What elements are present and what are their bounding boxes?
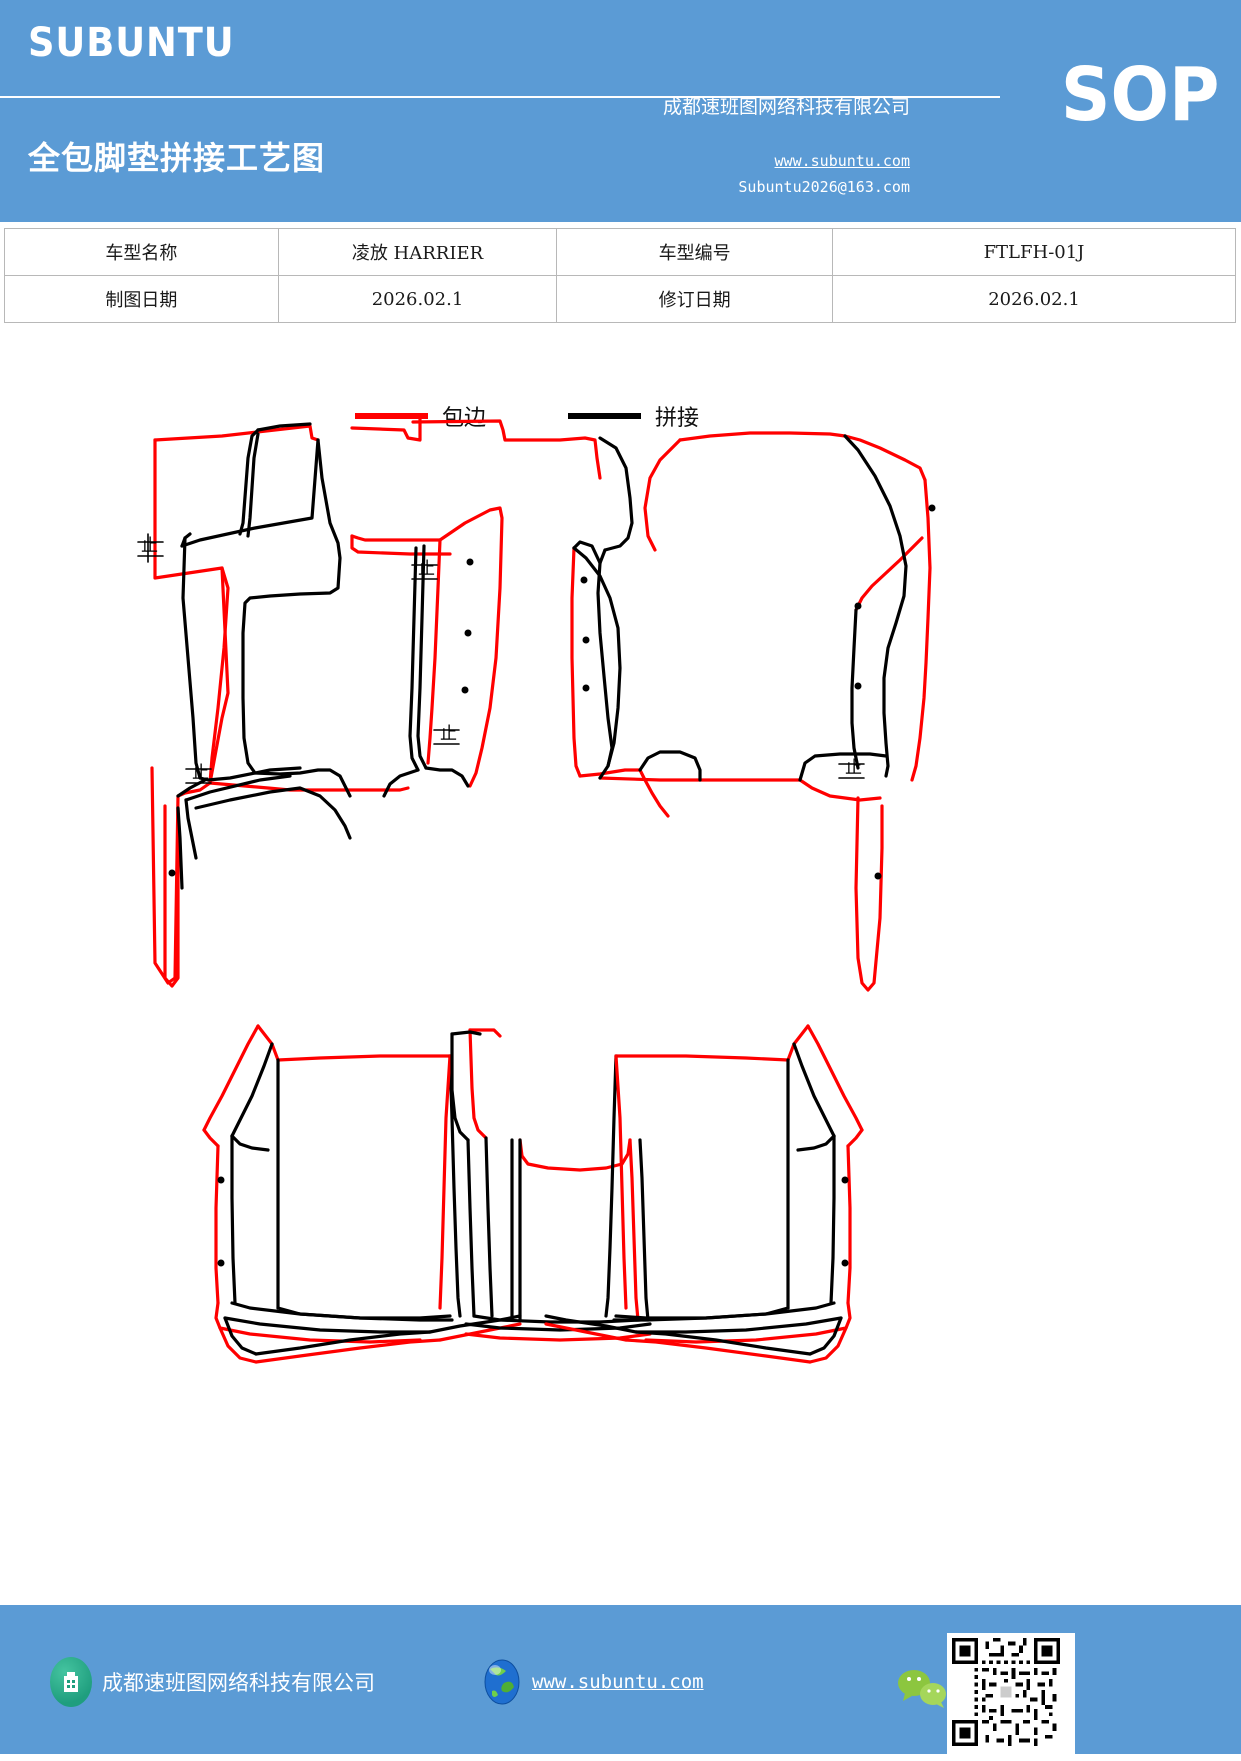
building-icon [50,1657,92,1707]
cell-model-code-value: FTLFH-01J [831,228,1237,276]
cell-revise-date-label: 修订日期 [556,275,833,323]
technical-drawing: 止 止 止 止 [0,418,1241,1608]
black-line-swatch-icon [568,413,641,419]
legend-item-binding: 包边 [355,400,486,432]
red-line-swatch-icon [355,413,428,419]
brand-logo: SUBUNTU [28,20,235,66]
stop-mark: 止 [192,763,209,783]
header-company-name: 成都速班图网络科技有限公司 [662,96,910,118]
header-divider [0,96,1000,98]
front-left-inner-panel [382,506,504,798]
front-right-side-panel [854,796,884,992]
stop-mark: 止 [440,724,457,744]
cell-model-name-label: 车型名称 [4,228,279,276]
front-left-side-panel [163,804,184,988]
front-left-mat [150,418,602,985]
legend: 包边 拼接 [0,400,1241,446]
page-footer: 成都速班图网络科技有限公司 www.subuntu.com [0,1605,1241,1761]
legend-label-binding: 包边 [442,406,487,431]
rear-mat [202,1024,864,1364]
footer-company: 成都速班图网络科技有限公司 [50,1657,375,1707]
cell-revise-date-value: 2026.02.1 [831,275,1237,323]
legend-label-splice: 拼接 [655,406,700,431]
header-website-link[interactable]: www.subuntu.com [774,152,910,170]
stop-mark-group-left: 止 止 止 止 [137,533,460,784]
table-row: 制图日期 2026.02.1 修订日期 2026.02.1 [4,275,1237,323]
footer-company-label: 成都速班图网络科技有限公司 [102,1671,375,1695]
sop-badge: SOP [1060,52,1219,138]
vehicle-info-table: 车型名称 凌放 HARRIER 车型编号 FTLFH-01J 制图日期 2026… [4,228,1237,323]
stop-mark: 止 [141,536,158,556]
table-row: 车型名称 凌放 HARRIER 车型编号 FTLFH-01J [4,228,1237,276]
footer-website[interactable]: www.subuntu.com [480,1657,704,1707]
header-email[interactable]: Subuntu2026@163.com [738,178,910,196]
stop-mark-group-right: 止 [838,758,865,779]
qr-code [947,1633,1075,1761]
cell-model-code-label: 车型编号 [556,228,833,276]
page-title: 全包脚垫拼接工艺图 [28,139,326,177]
stop-mark: 止 [418,559,435,579]
wechat-icon [895,1667,953,1709]
globe-icon [480,1657,524,1707]
cell-model-name-value: 凌放 HARRIER [277,228,558,276]
page-header: SUBUNTU 成都速班图网络科技有限公司 SOP 全包脚垫拼接工艺图 www.… [0,0,1241,222]
stop-mark: 止 [845,758,862,778]
front-right-mat [570,431,936,818]
cell-draw-date-label: 制图日期 [4,275,279,323]
legend-item-splice: 拼接 [568,400,699,432]
footer-website-label[interactable]: www.subuntu.com [532,1671,704,1693]
cell-draw-date-value: 2026.02.1 [277,275,558,323]
